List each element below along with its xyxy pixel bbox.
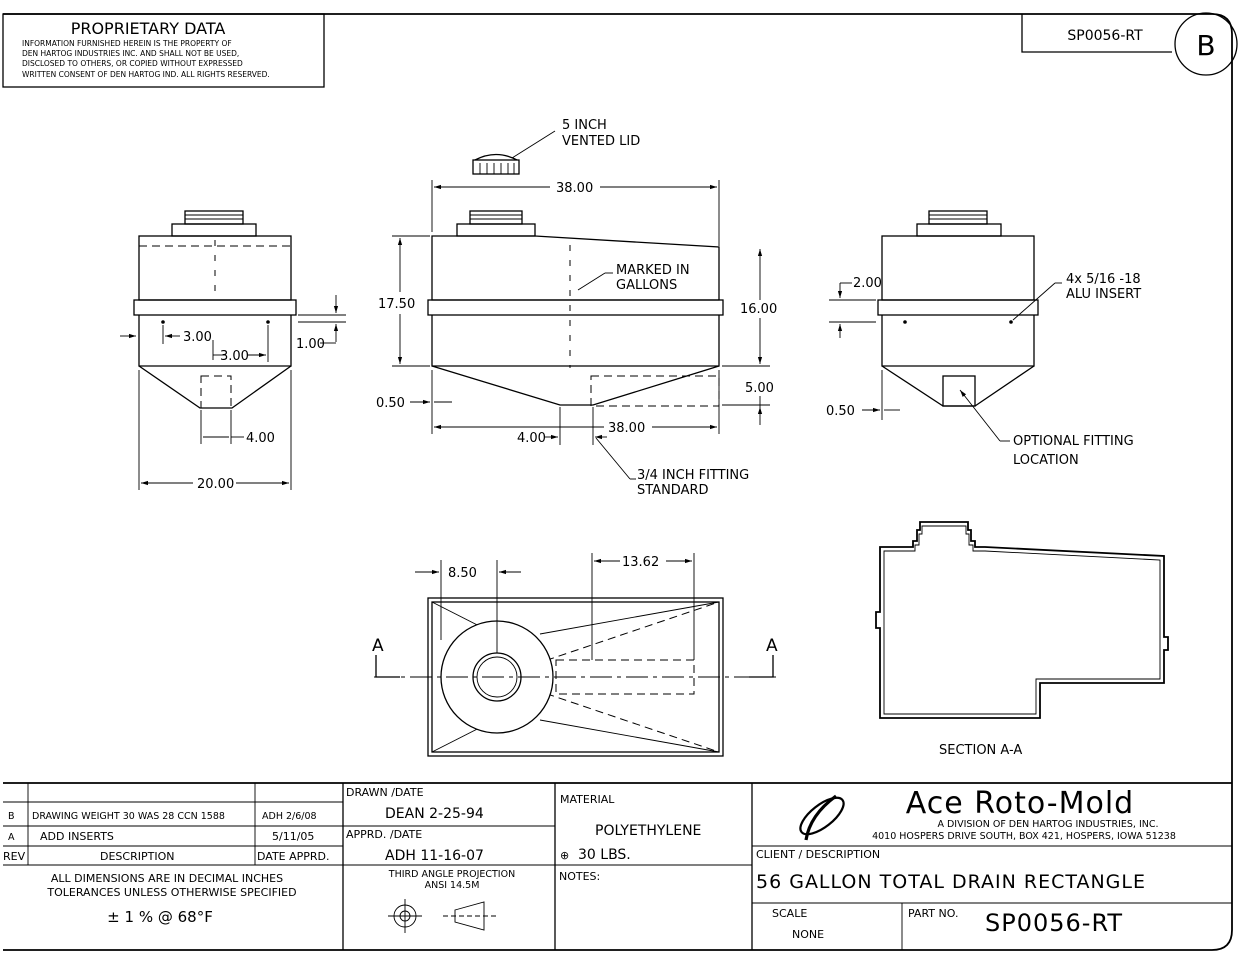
tolerance-value: ± 1 % @ 68°F: [107, 908, 213, 926]
sheet-border: [3, 13, 1233, 951]
callout-alu-insert-2: ALU INSERT: [1066, 287, 1141, 302]
dim-top-13-62: 13.62: [622, 555, 659, 570]
client-description: 56 GALLON TOTAL DRAIN RECTANGLE: [756, 871, 1146, 893]
dim-top-8-50: 8.50: [448, 566, 477, 581]
dim-left-1-00: 1.00: [296, 337, 325, 352]
callout-vented-lid-2: VENTED LID: [562, 134, 640, 149]
right-side-view: 2.00 4x 5/16 -18 ALU INSERT 0.50 OPTIONA…: [826, 210, 1141, 468]
header-part-box: SP0056-RT B: [1021, 12, 1238, 76]
proprietary-notice: PROPRIETARY DATA INFORMATION FURNISHED H…: [2, 13, 325, 88]
part-no-label: PART NO.: [908, 907, 958, 920]
company-address: 4010 HOSPERS DRIVE SOUTH, BOX 421, HOSPE…: [872, 831, 1176, 842]
callout-optional-fitting: OPTIONAL FITTING: [1013, 434, 1134, 449]
rev-b-date: ADH 2/6/08: [262, 811, 317, 822]
rev-a-date: 5/11/05: [272, 830, 314, 843]
section-label: SECTION A-A: [939, 743, 1022, 758]
rev-b-letter: B: [8, 811, 15, 822]
material-value: POLYETHYLENE: [595, 823, 701, 839]
company-name: Ace Roto-Mold: [906, 786, 1134, 821]
title-block: B DRAWING WEIGHT 30 WAS 28 CCN 1588 ADH …: [3, 782, 1232, 950]
left-side-view: 3.00 3.00 1.00 4.00 20.00: [120, 210, 346, 492]
callout-fitting-standard-2: STANDARD: [637, 483, 709, 498]
drawn-label: DRAWN /DATE: [346, 786, 424, 799]
date-header: DATE APPRD.: [257, 850, 330, 863]
top-view: A A 8.50 13.62: [372, 553, 778, 757]
dim-right-0-50: 0.50: [826, 404, 855, 419]
dim-front-38-00-top: 38.00: [556, 181, 593, 196]
section-mark-left: A: [372, 636, 384, 656]
rev-a-description: ADD INSERTS: [40, 830, 114, 843]
proprietary-line: DEN HARTOG INDUSTRIES INC. AND SHALL NOT…: [22, 49, 239, 58]
dim-front-0-50: 0.50: [376, 396, 405, 411]
rev-b-description: DRAWING WEIGHT 30 WAS 28 CCN 1588: [32, 811, 225, 822]
apprd-value: ADH 11-16-07: [385, 848, 484, 864]
description-header: DESCRIPTION: [100, 850, 174, 863]
dim-left-20-00: 20.00: [197, 477, 234, 492]
callout-marked: MARKED IN: [616, 263, 690, 278]
proprietary-line: DISCLOSED TO OTHERS, OR COPIED WITHOUT E…: [22, 59, 243, 68]
apprd-label: APPRD. /DATE: [346, 828, 422, 841]
section-mark-right: A: [766, 636, 778, 656]
dim-front-5-00: 5.00: [745, 381, 774, 396]
third-angle-projection-symbol: [388, 899, 496, 933]
projection-label: THIRD ANGLE PROJECTION: [388, 869, 515, 880]
client-label: CLIENT / DESCRIPTION: [756, 848, 880, 861]
callout-alu-insert: 4x 5/16 -18: [1066, 272, 1141, 287]
callout-vented-lid: 5 INCH: [562, 118, 607, 133]
dim-front-4-00: 4.00: [517, 431, 546, 446]
dim-front-38-00-bottom: 38.00: [608, 421, 645, 436]
rev-a-letter: A: [8, 832, 15, 843]
dim-left-3-00-b: 3.00: [220, 349, 249, 364]
material-label: MATERIAL: [560, 793, 615, 806]
revision-letter: B: [1196, 29, 1215, 62]
tolerance-note: ALL DIMENSIONS ARE IN DECIMAL INCHES: [51, 872, 283, 885]
section-a-a: SECTION A-A: [875, 521, 1169, 758]
callout-fitting-standard: 3/4 INCH FITTING: [637, 468, 749, 483]
proprietary-line: INFORMATION FURNISHED HEREIN IS THE PROP…: [22, 39, 232, 48]
proprietary-line: WRITTEN CONSENT OF DEN HARTOG IND. ALL R…: [22, 70, 270, 79]
header-part-code: SP0056-RT: [1067, 28, 1143, 44]
vented-lid: [472, 153, 520, 175]
tolerance-note-2: TOLERANCES UNLESS OTHERWISE SPECIFIED: [46, 886, 296, 899]
dim-left-4-00: 4.00: [246, 431, 275, 446]
callout-marked-2: GALLONS: [616, 278, 677, 293]
part-no-value: SP0056-RT: [985, 909, 1123, 937]
scale-label: SCALE: [772, 907, 807, 920]
weight-icon: ⊕: [560, 849, 569, 862]
weight-value: 30 LBS.: [578, 847, 631, 863]
dim-front-16-00: 16.00: [740, 302, 777, 317]
notes-label: NOTES:: [559, 870, 600, 883]
callout-optional-fitting-2: LOCATION: [1013, 453, 1079, 468]
company-division: A DIVISION OF DEN HARTOG INDUSTRIES, INC…: [937, 819, 1158, 830]
scale-value: NONE: [792, 928, 824, 941]
dim-left-3-00-a: 3.00: [183, 330, 212, 345]
dim-front-17-50: 17.50: [378, 297, 415, 312]
proprietary-title: PROPRIETARY DATA: [71, 19, 226, 38]
dim-right-2-00: 2.00: [853, 276, 882, 291]
projection-standard: ANSI 14.5M: [425, 880, 480, 891]
drawn-value: DEAN 2-25-94: [385, 806, 484, 822]
company-logo-icon: [799, 794, 845, 841]
rev-header: REV: [3, 850, 26, 863]
front-view: 5 INCH VENTED LID 38.00 MARKED IN GALLON…: [376, 118, 777, 498]
